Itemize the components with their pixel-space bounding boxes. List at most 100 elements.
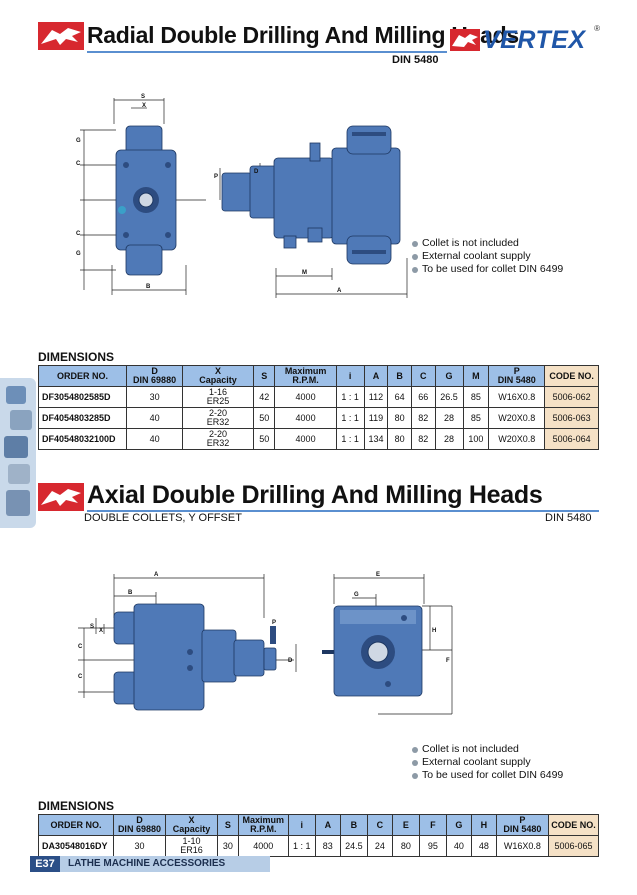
table-cell: 1 : 1	[287, 835, 316, 857]
footer-label: LATHE MACHINE ACCESSORIES	[60, 856, 270, 872]
dim-label: C	[78, 644, 83, 650]
col-header: i	[287, 814, 316, 836]
section1-notes: Collet is not included External coolant …	[412, 237, 563, 276]
table-cell: 30	[112, 835, 166, 857]
tool-thumbnails-icon	[4, 386, 32, 516]
table-cell: 82	[410, 407, 436, 429]
table-cell: W20X0.8	[488, 407, 546, 429]
table-row: DF4054803285D 40 2-20 ER32 50 4000 1 : 1…	[37, 407, 599, 429]
table-cell: W16X0.8	[488, 386, 546, 408]
table-cell: 80	[387, 428, 412, 450]
dimensions-heading: DIMENSIONS	[38, 350, 115, 364]
table-cell: 95	[418, 835, 447, 857]
dim-label: H	[432, 628, 436, 634]
brand-name: VERTEX	[483, 26, 586, 54]
dim-label: S	[90, 624, 94, 630]
col-header: D DIN 69880	[112, 814, 166, 836]
page-footer: E37 LATHE MACHINE ACCESSORIES	[0, 856, 637, 872]
table-cell: 30	[126, 386, 184, 408]
table-row: DF3054802585D 30 1-16 ER25 42 4000 1 : 1…	[37, 386, 599, 408]
note-item: Collet is not included	[412, 237, 563, 250]
table-cell: 50	[252, 428, 276, 450]
note-item: To be used for collet DIN 6499	[412, 769, 563, 782]
code-number: 5006-062	[544, 386, 599, 408]
col-header: Maximum R.P.M.	[237, 814, 289, 836]
table-cell: 42	[252, 386, 276, 408]
registered-mark: ®	[594, 24, 600, 33]
col-header: A	[314, 814, 341, 836]
eagle-logo-icon	[38, 483, 84, 511]
radial-head-front-view: S X C G C G B	[76, 94, 206, 295]
dim-label: X	[142, 103, 146, 109]
dim-label: X	[99, 628, 103, 634]
table-cell: 85	[462, 386, 490, 408]
table-cell: 2-20 ER32	[182, 407, 254, 429]
table-cell: 40	[445, 835, 472, 857]
table-cell: 82	[410, 428, 436, 450]
table-cell: 28	[434, 428, 464, 450]
col-header: G	[434, 365, 464, 387]
table-cell: 50	[252, 407, 276, 429]
table-header-row: ORDER NO. D DIN 69880 X Capacity S Maxim…	[37, 365, 599, 387]
dim-label: C	[78, 674, 83, 680]
title-rule	[87, 510, 599, 512]
table-cell: 4000	[274, 407, 337, 429]
standard-label: DIN 5480	[392, 54, 439, 66]
col-header: G	[445, 814, 472, 836]
table-cell: 1 : 1	[335, 407, 365, 429]
col-header: S	[252, 365, 276, 387]
dim-label: A	[154, 572, 159, 578]
col-header: ORDER NO.	[38, 814, 114, 836]
dimensions-table-axial: ORDER NO. D DIN 69880 X Capacity S Maxim…	[38, 814, 600, 857]
table-cell: 1-10 ER16	[164, 835, 219, 857]
dimensions-heading: DIMENSIONS	[38, 799, 115, 813]
col-header: P DIN 5480	[488, 365, 546, 387]
dim-label: P	[272, 620, 276, 626]
col-header: B	[387, 365, 412, 387]
radial-head-side-view: P D M A	[214, 125, 408, 298]
col-header: CODE NO.	[544, 365, 599, 387]
table-cell: 80	[387, 407, 412, 429]
col-header: C	[410, 365, 436, 387]
col-header: A	[363, 365, 389, 387]
dim-label: C	[76, 161, 81, 167]
col-header: Maximum R.P.M.	[274, 365, 337, 387]
col-header: ORDER NO.	[37, 365, 128, 387]
col-header: B	[339, 814, 368, 836]
table-cell: 40	[126, 428, 184, 450]
axial-head-side-view: A B S X C C P D	[78, 572, 297, 711]
col-header: X Capacity	[182, 365, 254, 387]
table-cell: 1-16 ER25	[182, 386, 254, 408]
side-thumbnail-tab	[0, 378, 36, 528]
dim-label: C	[76, 231, 81, 237]
table-cell: 24.5	[339, 835, 368, 857]
dim-label: G	[76, 251, 81, 257]
dimensions-table-radial: ORDER NO. D DIN 69880 X Capacity S Maxim…	[37, 365, 599, 450]
col-header: P DIN 5480	[495, 814, 549, 836]
dim-label: A	[337, 288, 342, 294]
table-cell: 28	[434, 407, 464, 429]
order-number: DF40548032100D	[37, 428, 128, 450]
axial-head-front-view: E G H F	[322, 572, 453, 715]
dim-label: B	[146, 284, 151, 290]
section-title: Axial Double Drilling And Milling Heads	[87, 481, 543, 509]
table-cell: 2-20 ER32	[182, 428, 254, 450]
table-cell: 85	[462, 407, 490, 429]
dim-label: P	[214, 174, 218, 180]
col-header: CODE NO.	[547, 814, 600, 836]
dim-label: M	[302, 270, 307, 276]
table-cell: 64	[387, 386, 412, 408]
dim-label: B	[128, 590, 133, 596]
table-cell: 112	[363, 386, 389, 408]
standard-label: DIN 5480	[545, 512, 592, 524]
table-cell: W20X0.8	[488, 428, 546, 450]
dim-label: S	[141, 94, 145, 100]
table-cell: 30	[217, 835, 239, 857]
note-item: Collet is not included	[412, 743, 563, 756]
table-cell: 4000	[274, 386, 337, 408]
col-header: E	[391, 814, 420, 836]
section-subtitle: DOUBLE COLLETS, Y OFFSET	[84, 512, 242, 524]
code-number: 5006-063	[544, 407, 599, 429]
table-cell: 26.5	[434, 386, 464, 408]
vertex-mark-icon	[450, 29, 480, 51]
